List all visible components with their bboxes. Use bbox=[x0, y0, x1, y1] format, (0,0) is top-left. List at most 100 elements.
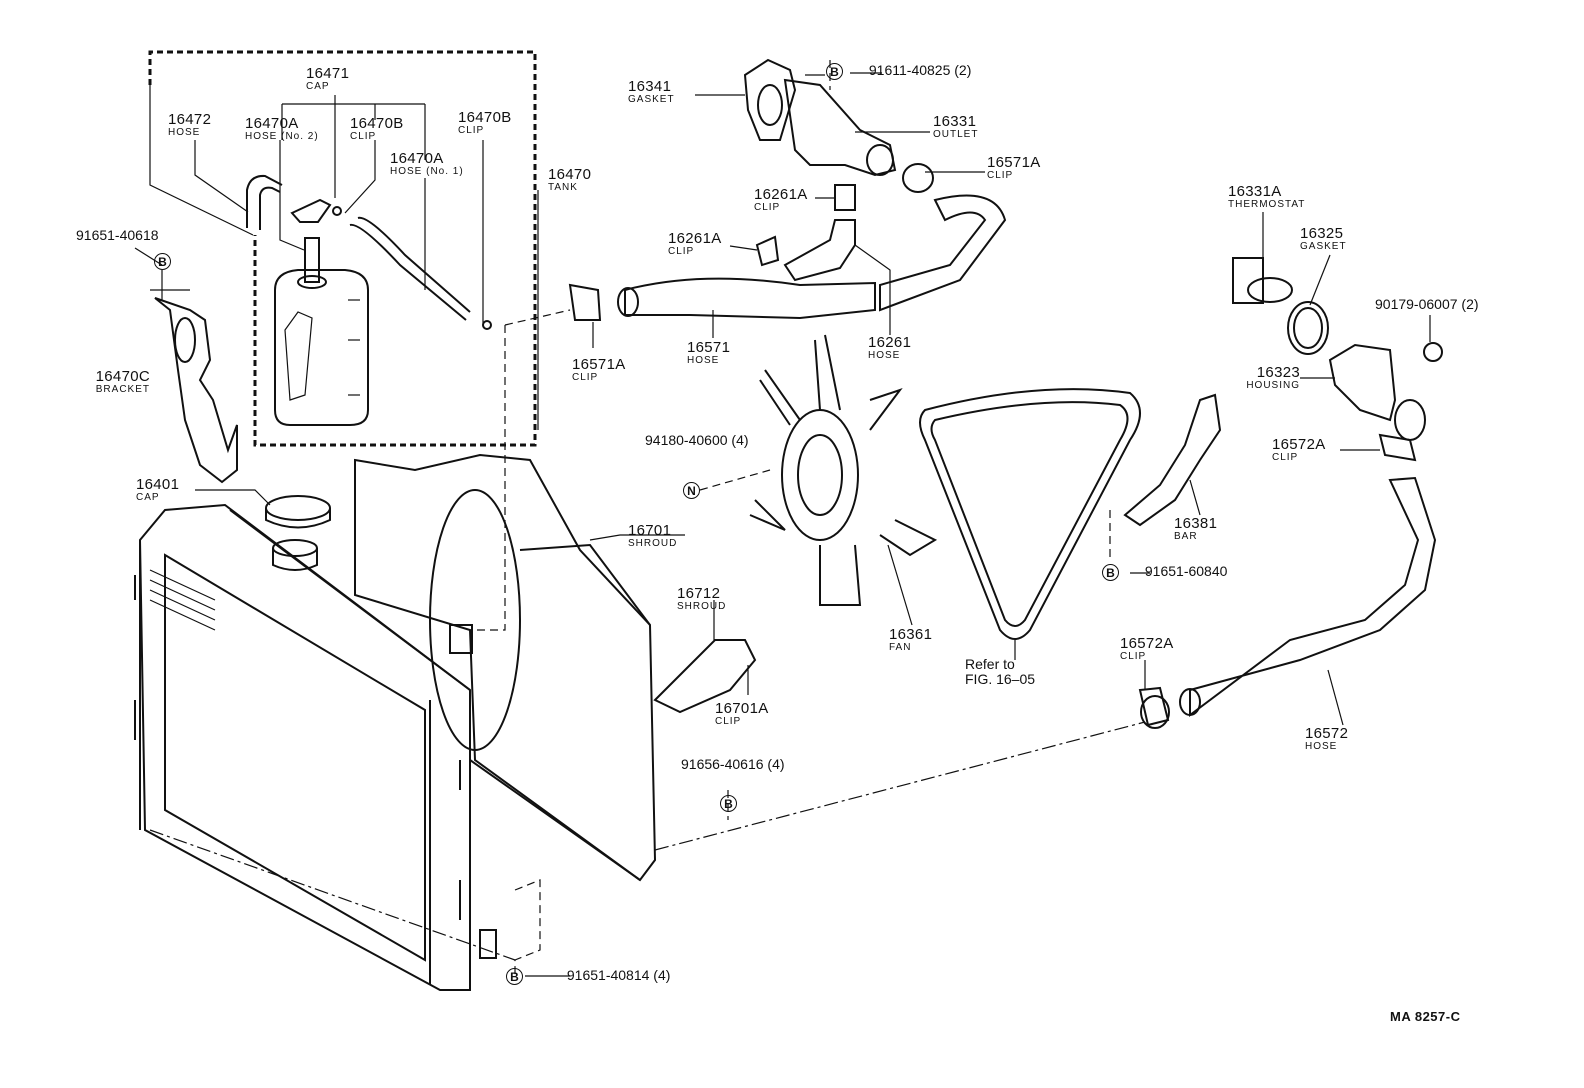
part-number: 16701A bbox=[715, 700, 769, 717]
part-number: 16471 bbox=[306, 65, 350, 82]
bolt-b-icon: B bbox=[826, 63, 843, 80]
fastener-91651-40618: 91651-40618 bbox=[76, 228, 159, 242]
radiator-cap-drawing bbox=[195, 489, 331, 529]
part-number: 16470 bbox=[548, 166, 592, 183]
part-description: TANK bbox=[548, 182, 578, 193]
bolt-b-icon: B bbox=[720, 795, 737, 812]
label-16261-hose: 16261 HOSE bbox=[868, 335, 911, 361]
part-number: 16361 bbox=[889, 626, 933, 643]
part-number: 16572 bbox=[1305, 725, 1349, 742]
fastener-91611-40825: B 91611-40825 (2) bbox=[826, 63, 971, 80]
part-description: CLIP bbox=[1272, 452, 1299, 463]
part-description: BRACKET bbox=[95, 384, 150, 395]
part-description: CAP bbox=[136, 492, 160, 503]
part-description: SHROUD bbox=[677, 601, 727, 612]
reservoir-tank-drawing bbox=[246, 174, 492, 426]
part-number: 16571 bbox=[687, 339, 731, 356]
fastener-number: 91656-40616 (4) bbox=[681, 756, 785, 772]
part-description: CLIP bbox=[715, 716, 742, 727]
reserve-tank-group-outline bbox=[148, 50, 537, 447]
belt-reference-note: Refer to FIG. 16–05 bbox=[965, 656, 1036, 688]
part-number: 16323 bbox=[1256, 364, 1300, 381]
part-description: HOSE bbox=[168, 127, 201, 138]
fan-belt-drawing bbox=[919, 388, 1141, 660]
part-description: OUTLET bbox=[933, 129, 979, 140]
fastener-number: 91651-60840 bbox=[1144, 563, 1228, 580]
part-number: 16261A bbox=[668, 230, 722, 247]
label-16470B-clip-1: 16470B CLIP bbox=[350, 116, 404, 142]
part-number: 16472 bbox=[168, 111, 212, 128]
part-description: SHROUD bbox=[628, 538, 678, 549]
label-16381-bar: 16381 BAR bbox=[1174, 516, 1217, 542]
fastener-symbol-b: B bbox=[154, 253, 171, 270]
label-16325: 16325 GASKET bbox=[1300, 226, 1347, 252]
part-number: 16701 bbox=[628, 522, 672, 539]
part-number: 16381 bbox=[1174, 515, 1218, 532]
part-description: CLIP bbox=[754, 202, 781, 213]
label-16572-hose: 16572 HOSE bbox=[1305, 726, 1348, 752]
label-16470B-clip-2: 16470B CLIP bbox=[458, 110, 512, 136]
part-number: 16470A bbox=[245, 115, 299, 132]
reference-line-1: Refer to bbox=[965, 656, 1015, 672]
label-16261A-clip-1: 16261A CLIP bbox=[754, 187, 808, 213]
bar-drawing bbox=[1123, 393, 1222, 527]
figure-code: MA 8257-C bbox=[1390, 1009, 1461, 1024]
fastener-symbol-n: N bbox=[683, 482, 700, 499]
fan-drawing bbox=[749, 334, 938, 626]
label-16361-fan: 16361 FAN bbox=[889, 627, 932, 653]
lower-hose-drawing bbox=[1138, 476, 1437, 729]
part-description: HOSE bbox=[1305, 741, 1338, 752]
part-description: CLIP bbox=[1120, 651, 1147, 662]
label-16331A: 16331A THERMOSTAT bbox=[1228, 184, 1305, 210]
label-16470A-hose-2: 16470A HOSE (No. 2) bbox=[245, 116, 319, 142]
label-16471: 16471 CAP bbox=[306, 66, 349, 92]
label-16572A-clip-1: 16572A CLIP bbox=[1272, 437, 1326, 463]
part-description: GASKET bbox=[1300, 241, 1347, 252]
label-16472: 16472 HOSE bbox=[168, 112, 211, 138]
part-number: 16331 bbox=[933, 113, 977, 130]
part-number: 16261A bbox=[754, 186, 808, 203]
label-16712: 16712 SHROUD bbox=[677, 586, 726, 612]
reference-line-2: FIG. 16–05 bbox=[965, 671, 1036, 688]
part-number: 16331A bbox=[1228, 183, 1282, 200]
part-number: 16261 bbox=[868, 334, 912, 351]
label-16571A-clip-1: 16571A CLIP bbox=[987, 155, 1041, 181]
bolt-b-icon: B bbox=[506, 968, 523, 985]
upper-hoses-drawing bbox=[568, 163, 1007, 348]
label-16701: 16701 SHROUD bbox=[628, 523, 677, 549]
part-description: GASKET bbox=[628, 94, 675, 105]
label-16701A: 16701A CLIP bbox=[715, 701, 769, 727]
part-description: FAN bbox=[889, 642, 912, 653]
part-description: CLIP bbox=[572, 372, 599, 383]
part-number: 16712 bbox=[677, 585, 721, 602]
nut-n-icon: N bbox=[683, 482, 700, 499]
part-description: CLIP bbox=[668, 246, 695, 257]
label-16470C: 16470C BRACKET bbox=[84, 369, 150, 395]
fastener-91651-60840: B 91651-60840 bbox=[1102, 564, 1227, 581]
part-number: 16341 bbox=[628, 78, 672, 95]
part-number: 16401 bbox=[136, 476, 180, 493]
part-description: BAR bbox=[1174, 531, 1198, 542]
label-16261A-clip-2: 16261A CLIP bbox=[668, 231, 722, 257]
radiator-drawing bbox=[134, 503, 497, 991]
part-number: 16571A bbox=[987, 154, 1041, 171]
fastener-number: 91611-40825 (2) bbox=[868, 62, 972, 79]
fastener-number: 90179-06007 (2) bbox=[1375, 296, 1479, 312]
bracket-drawing bbox=[150, 270, 238, 484]
part-description: CLIP bbox=[987, 170, 1014, 181]
fastener-90179-06007: 90179-06007 (2) bbox=[1375, 297, 1479, 311]
part-description: THERMOSTAT bbox=[1228, 199, 1306, 210]
fastener-number: 94180-40600 (4) bbox=[645, 432, 749, 448]
part-description: CLIP bbox=[458, 125, 485, 136]
fastener-91651-40814: B 91651-40814 (4) bbox=[506, 968, 670, 985]
part-description: HOSE (No. 2) bbox=[245, 131, 319, 142]
tank-leader-lines bbox=[149, 85, 539, 430]
label-16470A-hose-1: 16470A HOSE (No. 1) bbox=[390, 151, 464, 177]
part-number: 16572A bbox=[1272, 436, 1326, 453]
label-16401: 16401 CAP bbox=[136, 477, 179, 503]
part-description: CAP bbox=[306, 81, 330, 92]
fastener-number: 91651-40814 (4) bbox=[566, 967, 671, 984]
part-number: 16572A bbox=[1120, 635, 1174, 652]
part-number: 16571A bbox=[572, 356, 626, 373]
